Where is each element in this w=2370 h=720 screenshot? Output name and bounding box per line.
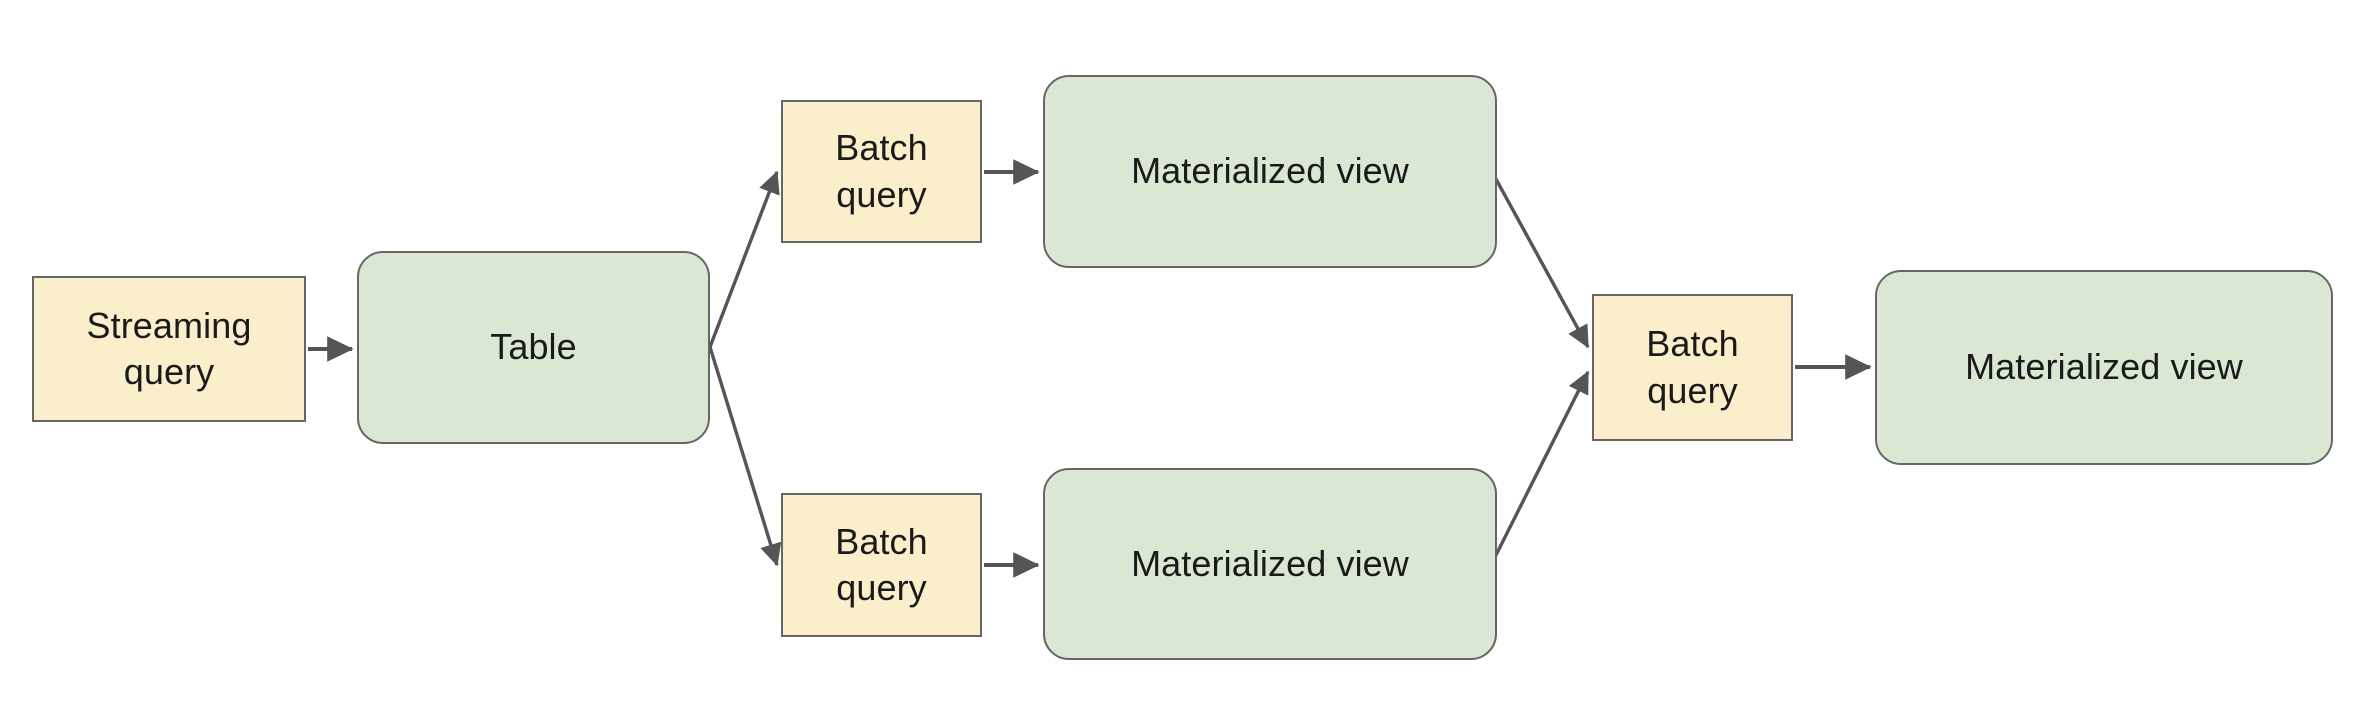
node-batch-query-join[interactable]: Batch query: [1592, 294, 1793, 441]
node-materialized-view-top-label: Materialized view: [1131, 150, 1409, 192]
node-batch-query-bottom[interactable]: Batch query: [781, 493, 982, 637]
node-materialized-view-final[interactable]: Materialized view: [1875, 270, 2333, 465]
node-table[interactable]: Table: [357, 251, 710, 444]
node-batch-query-bottom-label: Batch query: [835, 520, 928, 608]
node-materialized-view-bottom-label: Materialized view: [1131, 542, 1409, 584]
edge-materialized-view-top-to-batch-query-join: [1489, 169, 1590, 349]
node-materialized-view-top[interactable]: Materialized view: [1043, 75, 1497, 268]
node-batch-query-top[interactable]: Batch query: [781, 100, 982, 243]
node-materialized-view-bottom[interactable]: Materialized view: [1043, 468, 1497, 660]
edge-table-to-batch-query-bottom: [708, 346, 782, 567]
node-streaming-query[interactable]: Streaming query: [32, 276, 306, 422]
node-materialized-view-final-label: Materialized view: [1965, 346, 2243, 388]
node-table-label: Table: [490, 326, 577, 368]
node-batch-query-join-label: Batch query: [1646, 323, 1739, 411]
node-batch-query-top-label: Batch query: [835, 127, 928, 215]
edge-table-to-batch-query-top: [708, 170, 780, 348]
edge-materialized-view-bottom-to-batch-query-join: [1489, 370, 1590, 566]
node-streaming-query-label: Streaming query: [86, 304, 252, 392]
